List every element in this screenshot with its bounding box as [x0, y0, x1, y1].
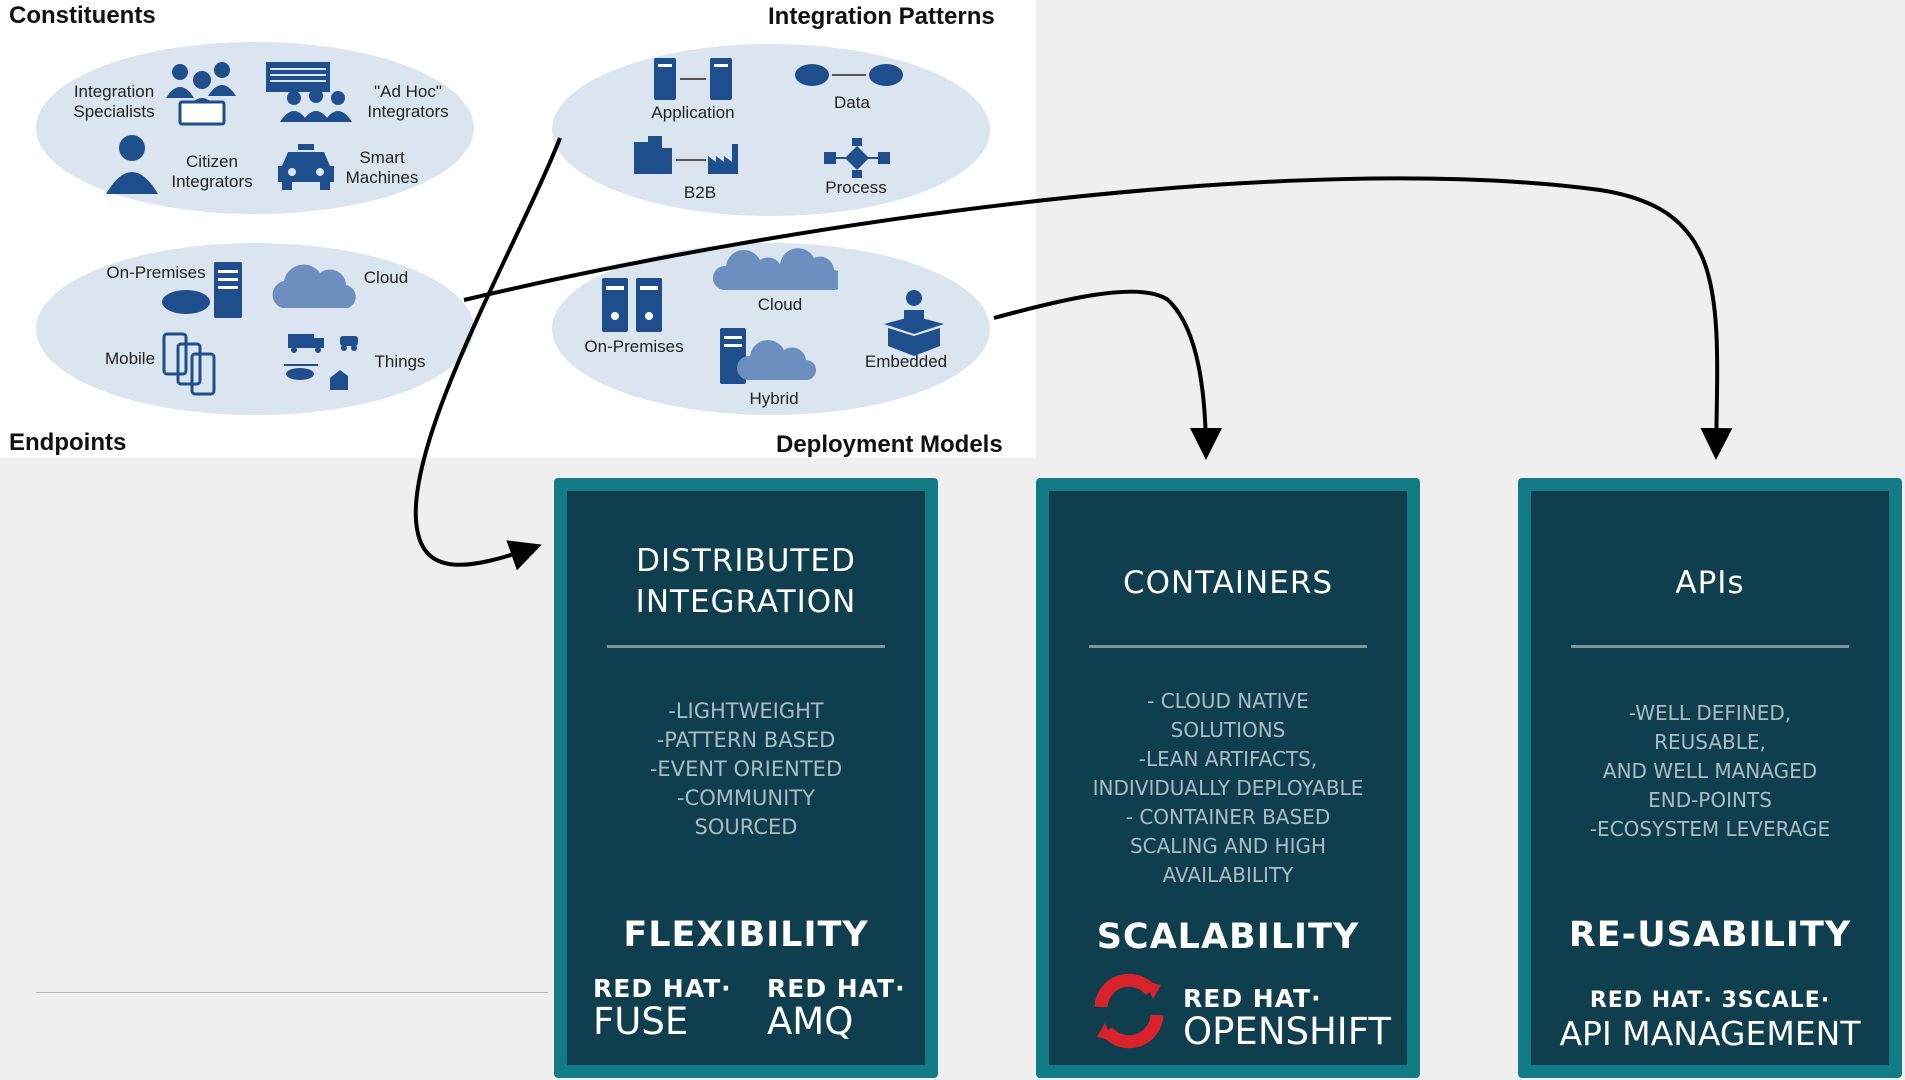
integration-specialists-label: Integration Specialists	[73, 82, 155, 121]
cloud-icon	[272, 264, 356, 308]
integration-patterns-title: Integration Patterns	[768, 3, 995, 30]
mobile-label: Mobile	[104, 349, 156, 368]
smart-machines-label: Smart Machines	[345, 148, 419, 187]
endpoints-to-apis-arrow	[463, 176, 1733, 460]
application-servers-icon	[654, 58, 732, 100]
card-keyword: SCALABILITY	[1096, 917, 1360, 957]
patterns-to-distributed-integration-arrow	[413, 137, 562, 571]
embedded-label: Embedded	[864, 352, 948, 371]
constituents-title: Constituents	[9, 2, 156, 29]
deployment-models-title: Deployment Models	[776, 431, 1003, 458]
card-keyword: FLEXIBILITY	[623, 915, 869, 955]
card-divider	[607, 645, 885, 648]
red-hat-3scale-api-management-logo: RED HAT· 3SCALE· API MANAGEMENT	[1559, 988, 1861, 1053]
card-title: DISTRIBUTED INTEGRATION	[635, 543, 857, 620]
b2b-buildings-icon	[634, 136, 738, 174]
data-routers-icon	[795, 64, 903, 86]
b2b-label: B2B	[683, 183, 717, 202]
containers-card: CONTAINERS - CLOUD NATIVE SOLUTIONS -LEA…	[1036, 478, 1420, 1078]
endpoints-cloud-label: Cloud	[363, 268, 409, 287]
endpoints-on-premises-label: On-Premises	[106, 263, 206, 282]
constituents-ellipse	[36, 42, 474, 214]
card-description: -LIGHTWEIGHT -PATTERN BASED -EVENT ORIEN…	[649, 699, 843, 839]
process-flow-icon	[824, 138, 890, 178]
application-label: Application	[651, 103, 735, 122]
openshift-logo-icon	[1094, 973, 1164, 1049]
taxi-car-icon	[278, 144, 334, 190]
card-divider	[1571, 645, 1849, 648]
card-keyword: RE-USABILITY	[1568, 915, 1852, 955]
apis-card: APIs -WELL DEFINED, REUSABLE, AND WELL M…	[1518, 478, 1902, 1078]
people-group-icon	[166, 62, 236, 126]
things-vehicles-icon	[284, 334, 358, 390]
red-hat-amq-logo: RED HAT· AMQ	[767, 974, 906, 1043]
mobile-devices-icon	[162, 332, 216, 396]
deployment-cloud-label: Cloud	[757, 295, 803, 314]
things-label: Things	[374, 352, 426, 371]
deployment-on-premises-label: On-Premises	[584, 337, 684, 356]
process-label: Process	[825, 178, 887, 197]
presentation-audience-icon	[266, 62, 352, 122]
ad-hoc-integrators-label: "Ad Hoc" Integrators	[367, 82, 449, 121]
citizen-integrators-label: Citizen Integrators	[171, 152, 253, 191]
red-hat-openshift-logo: RED HAT· OPENSHIFT	[1183, 984, 1391, 1053]
cloud-pair-icon	[712, 248, 838, 290]
endpoints-title: Endpoints	[9, 429, 127, 456]
data-label: Data	[834, 93, 870, 112]
hybrid-label: Hybrid	[749, 389, 799, 408]
integration-patterns-ellipse	[552, 44, 990, 216]
card-title: CONTAINERS	[1122, 565, 1334, 601]
endpoints-ellipse	[36, 243, 474, 415]
on-premises-server-icon	[162, 262, 242, 318]
card-title: APIs	[1675, 565, 1745, 601]
card-divider	[1089, 645, 1367, 648]
on-premises-servers-icon	[602, 278, 662, 332]
red-hat-fuse-logo: RED HAT· FUSE	[593, 974, 732, 1043]
embedded-box-icon	[884, 290, 944, 356]
hybrid-server-cloud-icon	[720, 328, 816, 384]
distributed-integration-card: DISTRIBUTED INTEGRATION -LIGHTWEIGHT -PA…	[554, 478, 938, 1078]
deployment-to-containers-arrow	[993, 289, 1222, 460]
card-description: -WELL DEFINED, REUSABLE, AND WELL MANAGE…	[1589, 701, 1831, 841]
footer-divider	[36, 992, 548, 993]
person-icon	[106, 135, 158, 194]
card-description: - CLOUD NATIVE SOLUTIONS -LEAN ARTIFACTS…	[1092, 689, 1364, 887]
